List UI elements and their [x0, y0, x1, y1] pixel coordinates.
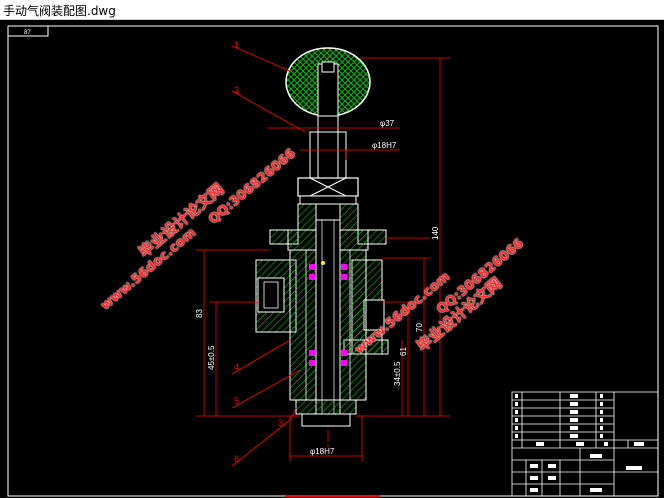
window-titlebar: 手动气阀装配图.dwg: [0, 0, 664, 20]
title-block-marks: [515, 394, 644, 492]
balloon-2: 2: [234, 85, 239, 95]
balloon-5: 5: [234, 396, 239, 406]
dim-83: 83: [195, 309, 204, 318]
o-rings: [309, 264, 347, 366]
balloon-6: 6: [234, 454, 239, 464]
balloon-3: 3: [278, 418, 283, 428]
corner-tag-box: [7, 25, 49, 37]
assembly-drawing: 87: [7, 25, 659, 497]
cad-drawing-canvas[interactable]: 87: [0, 20, 664, 498]
window-title: 手动气阀装配图.dwg: [3, 4, 116, 18]
stem-end: [301, 413, 351, 427]
dim-45: 45±0.5: [207, 345, 216, 370]
dim-70: 70: [415, 323, 424, 332]
dim-d37: φ37: [380, 119, 395, 128]
dim-d18h7-bottom: φ18H7: [310, 447, 335, 456]
valve-stem: [315, 219, 341, 417]
pin: [321, 261, 325, 265]
dim-34: 34±0.5: [393, 361, 402, 386]
dim-140: 140: [431, 226, 440, 240]
dim-d18h7-top: φ18H7: [372, 141, 397, 150]
corner-tag: 87: [24, 30, 31, 36]
dim-61: 61: [399, 347, 408, 356]
dimension-lines: [196, 45, 450, 467]
balloon-4: 4: [234, 362, 239, 372]
balloon-1: 1: [234, 40, 239, 50]
title-block: [511, 391, 659, 497]
